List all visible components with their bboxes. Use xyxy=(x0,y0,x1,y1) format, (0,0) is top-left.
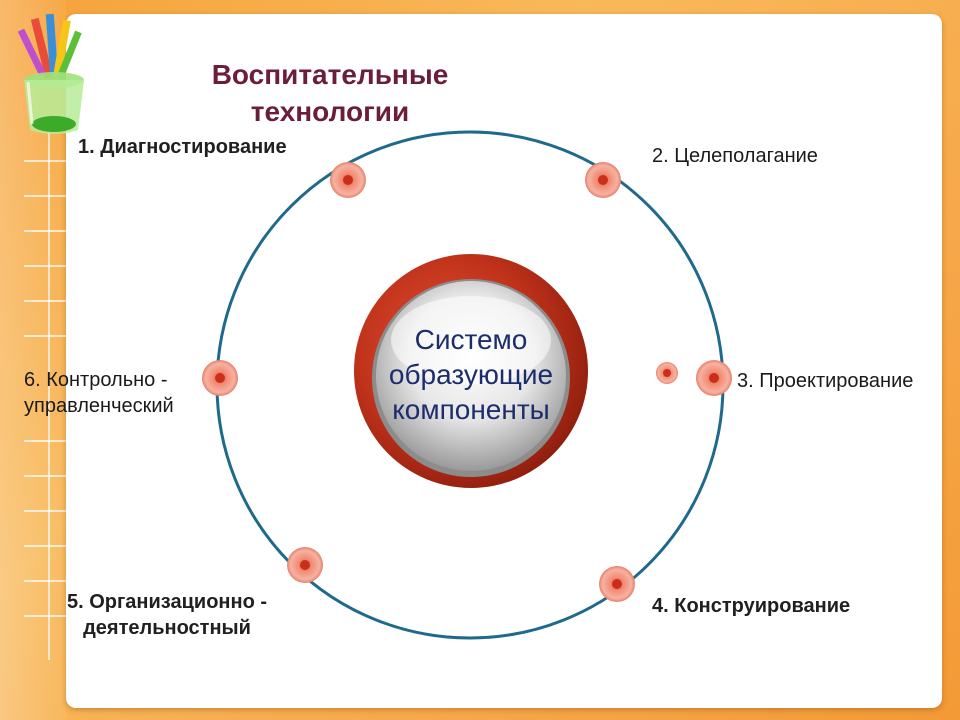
ruler-tick xyxy=(24,265,66,267)
ruler-tick xyxy=(24,510,66,512)
label-goal-setting: 2. Целеполагание xyxy=(652,145,818,167)
center-text: Системо образующие компоненты xyxy=(366,322,576,427)
label-organization-line-2: деятельностный xyxy=(83,617,251,639)
center-line-1: Системо xyxy=(414,324,528,355)
node-organization xyxy=(287,547,323,583)
label-control-line-1: 6. Контрольно - xyxy=(24,369,168,391)
ruler-line xyxy=(48,130,50,660)
pencil-cup-icon xyxy=(17,13,84,134)
label-control-line-2: управленческий xyxy=(24,395,174,417)
ruler-tick xyxy=(24,335,66,337)
ruler-tick xyxy=(24,475,66,477)
label-diagnostics: 1. Диагностирование xyxy=(78,136,287,158)
ruler-tick xyxy=(24,580,66,582)
node-control xyxy=(202,360,238,396)
node-small xyxy=(656,362,678,384)
label-organization: 5. Организационно - деятельностный xyxy=(52,589,282,641)
ruler-tick xyxy=(24,615,66,617)
node-diagnostics xyxy=(330,162,366,198)
ruler-tick xyxy=(24,545,66,547)
label-design: 3. Проектирование xyxy=(737,370,914,392)
center-highlight xyxy=(391,296,551,384)
ruler-tick xyxy=(24,300,66,302)
label-construction: 4. Конструирование xyxy=(652,595,851,617)
node-construction xyxy=(599,566,635,602)
label-organization-line-1: 5. Организационно - xyxy=(66,591,268,613)
diagram-title: Воспитательные технологии xyxy=(211,59,449,127)
center-line-2: образующие xyxy=(388,359,554,390)
ruler-tick xyxy=(24,195,66,197)
label-control: 6. Контрольно - управленческий xyxy=(24,367,174,419)
node-goal-setting xyxy=(585,162,621,198)
node-design xyxy=(696,360,732,396)
ruler-tick xyxy=(24,160,66,162)
ruler-tick xyxy=(24,440,66,442)
center-line-3: компоненты xyxy=(392,394,550,425)
ruler-tick xyxy=(24,230,66,232)
